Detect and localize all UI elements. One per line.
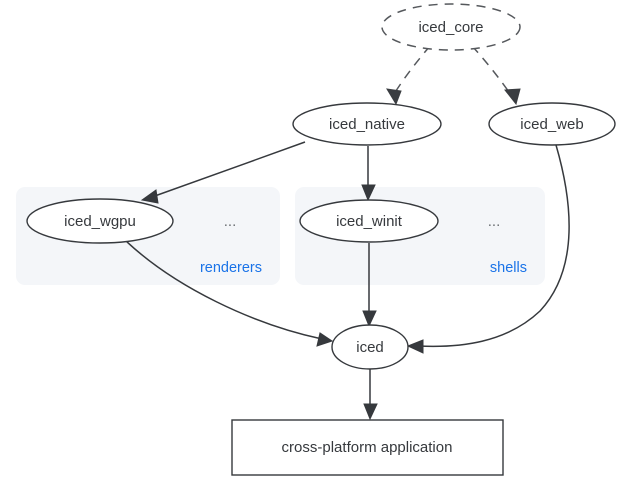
- node-iced-label: iced: [356, 339, 384, 356]
- node-iced-core-label: iced_core: [418, 19, 483, 36]
- edge-iced-wgpu-to-iced: [125, 240, 334, 347]
- edge-iced-web-to-iced-path: [417, 144, 570, 348]
- edge-iced-native-to-iced-winit: [361, 146, 376, 202]
- edge-iced-native-to-iced-winit-arrow: [361, 184, 376, 202]
- node-iced-native[interactable]: iced_native: [292, 102, 442, 146]
- edge-iced-to-application: [363, 369, 378, 421]
- node-iced-native-label: iced_native: [329, 116, 405, 133]
- edge-iced-core-to-iced-web-path: [471, 45, 512, 96]
- node-iced-shape[interactable]: [331, 324, 409, 370]
- node-iced-wgpu-label: iced_wgpu: [64, 213, 136, 230]
- edge-iced-native-to-iced-wgpu: [140, 141, 306, 204]
- edge-iced-wgpu-to-iced-arrow: [316, 332, 334, 347]
- cluster-renderers-ellipsis: ...: [224, 213, 237, 230]
- node-iced-web-shape[interactable]: [488, 102, 616, 146]
- node-iced[interactable]: iced: [331, 324, 409, 370]
- node-iced-core-shape[interactable]: [381, 3, 521, 51]
- node-iced-winit[interactable]: iced_winit: [299, 199, 439, 243]
- edge-iced-native-to-iced-wgpu-path: [151, 141, 306, 198]
- edge-iced-core-to-iced-web: [471, 45, 521, 106]
- edge-iced-winit-to-iced-arrow: [362, 310, 377, 328]
- cluster-renderers-label: renderers: [200, 260, 262, 276]
- cluster-shells-label: shells: [490, 260, 527, 276]
- node-iced-winit-label: iced_winit: [336, 213, 403, 230]
- cluster-shells-ellipsis: ...: [488, 213, 501, 230]
- edge-iced-core-to-iced-native-path: [393, 45, 431, 95]
- node-iced-web[interactable]: iced_web: [488, 102, 616, 146]
- edge-iced-web-to-iced: [406, 144, 570, 354]
- node-application[interactable]: cross-platform application: [231, 419, 504, 476]
- node-iced-wgpu-shape[interactable]: [26, 198, 174, 244]
- edge-iced-native-to-iced-wgpu-arrow: [140, 189, 159, 204]
- edge-iced-web-to-iced-arrow: [406, 339, 424, 354]
- node-iced-native-shape[interactable]: [292, 102, 442, 146]
- edge-iced-wgpu-to-iced-path: [125, 240, 323, 340]
- node-iced-web-label: iced_web: [520, 116, 583, 133]
- node-iced-core[interactable]: iced_core: [381, 3, 521, 51]
- node-application-shape[interactable]: [231, 419, 504, 476]
- edge-iced-winit-to-iced: [362, 243, 377, 328]
- edge-iced-core-to-iced-native-arrow: [386, 88, 402, 106]
- edge-iced-to-application-arrow: [363, 403, 378, 421]
- edge-iced-core-to-iced-native: [386, 45, 431, 106]
- node-iced-winit-shape[interactable]: [299, 199, 439, 243]
- edge-iced-core-to-iced-web-arrow: [504, 88, 521, 106]
- node-application-label: cross-platform application: [282, 439, 453, 456]
- node-iced-wgpu[interactable]: iced_wgpu: [26, 198, 174, 244]
